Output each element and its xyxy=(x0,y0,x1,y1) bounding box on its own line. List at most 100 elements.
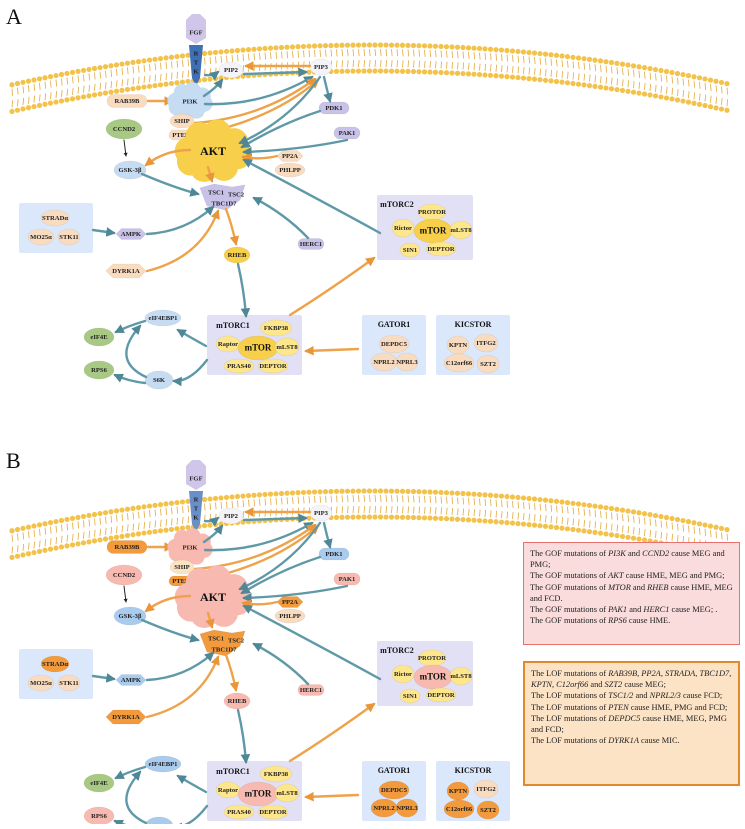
dyrk1a-node: DYRK1A xyxy=(105,709,147,725)
s6k-to-eif4ebp1-arrow xyxy=(125,324,148,379)
ship-node-label: SHIP xyxy=(174,118,189,125)
rab39b-node: RAB39B xyxy=(106,540,148,554)
kicstor-kptn-label: KPTN xyxy=(449,788,468,795)
gator1-nprl3-label: NPRL3 xyxy=(396,359,418,366)
gator1-nprl2-label: NPRL2 xyxy=(373,805,395,812)
pip2-node-label: PIP2 xyxy=(224,513,239,520)
pip3-to-akt-arrow xyxy=(238,521,322,591)
lof-legend-line: The LOF mutations of DYRK1A cause MIC. xyxy=(531,735,732,746)
lof-legend-text: C12orf66 xyxy=(556,680,589,690)
mtorc1-fkbp38-label: FKBP38 xyxy=(264,771,289,778)
mtorc2-rictor: Rictor xyxy=(391,218,415,238)
gator-to-mtorc1-arrow xyxy=(304,345,360,356)
gator1-depdc5: DEPDC5 xyxy=(378,780,410,800)
ampk-node-label: AMPK xyxy=(121,231,142,238)
pten-node-label: PTEN xyxy=(172,132,190,139)
gator1-nprl3-label: NPRL3 xyxy=(396,805,418,812)
akt-node: AKT xyxy=(174,565,252,628)
dyrk1a-node: DYRK1A xyxy=(105,263,147,279)
mtorc2-protor-label: PROTOR xyxy=(418,655,446,662)
lof-legend-text: PP2A xyxy=(641,669,661,678)
kicstor-szt2-label: SZT2 xyxy=(480,361,496,368)
lof-legend-text: DYRK1A xyxy=(608,736,639,746)
lof-legend-text: PTEN xyxy=(608,702,629,712)
stk11-node: STK11 xyxy=(57,674,81,692)
lof-legend-text: The LOF mutations of xyxy=(531,702,609,712)
pip2-to-pip3-arrow xyxy=(242,513,308,524)
pi3k-to-pip3-arrow xyxy=(203,75,314,106)
stk11-node: STK11 xyxy=(57,228,81,246)
lof-legend: The LOF mutations of RAB39B, PP2A, STRAD… xyxy=(523,661,740,786)
gof-legend-text: CCND2 xyxy=(642,549,670,558)
pak1-to-akt-arrow xyxy=(242,138,349,157)
mtorc1-deptor-label: DEPTOR xyxy=(259,363,287,370)
kicstor-c12orf66: C12orf66 xyxy=(443,799,475,819)
tsc2-label: TSC2 xyxy=(228,192,245,199)
lof-legend-text: , xyxy=(551,680,557,690)
phlpp-node-label: PHLPP xyxy=(279,613,301,620)
lof-legend-text: cause HME, MEG, PMG and FCD; xyxy=(531,713,727,735)
rtk-letter: K xyxy=(193,69,199,76)
gsk3b-node: GSK-3β xyxy=(113,606,147,626)
tsc-to-rheb-arrow xyxy=(224,207,240,246)
pp2a-node: PP2A xyxy=(276,596,304,608)
akt-to-gsk3b-arrow xyxy=(144,148,192,167)
rps6-node-label: RPS6 xyxy=(91,813,107,820)
gator1-nprl2: NPRL2 xyxy=(370,798,398,818)
pten-node-label: PTEN xyxy=(172,578,190,585)
pak1-node: PAK1 xyxy=(333,572,361,586)
mtorc1-mlst8: mLST8 xyxy=(274,783,300,803)
eif4ebp1-to-eif4e-arrow xyxy=(114,765,147,780)
mo25a-node-label: MO25α xyxy=(30,680,52,687)
mtorc1-raptor-label: Raptor xyxy=(218,787,238,794)
mtorc2-deptor-label: DEPTOR xyxy=(427,692,455,699)
lof-legend-text: TBC1D7 xyxy=(699,669,730,678)
pip3-to-pdk1-arrow xyxy=(322,75,333,103)
mtorc2-mlst8-label: mLST8 xyxy=(450,673,472,680)
mtorc1-mlst8: mLST8 xyxy=(274,337,300,357)
mtorc1-raptor-label: Raptor xyxy=(218,341,238,348)
pip2-to-pip3-arrow xyxy=(242,67,308,78)
gsk3b-node-label: GSK-3β xyxy=(119,613,142,620)
gof-legend-line: The GOF mutations of RPS6 cause HME. xyxy=(530,615,733,626)
rheb-to-mtorc1-arrow xyxy=(236,708,251,764)
mtorc2-sin1: SIN1 xyxy=(399,242,421,258)
lof-legend-text: The LOF mutations of xyxy=(531,669,609,678)
kicstor-szt2: SZT2 xyxy=(476,354,500,374)
ship-to-pip3-arrow xyxy=(193,77,317,125)
gator1-nprl2: NPRL2 xyxy=(370,352,398,372)
rheb-node: RHEB xyxy=(223,246,251,264)
ampk-to-tsc-arrow xyxy=(145,205,215,236)
gof-legend-text: cause HME, MEG and FCD. xyxy=(530,582,733,603)
ship-to-pip3-arrow xyxy=(193,523,317,571)
lof-legend-text: The LOF mutations of xyxy=(531,736,609,746)
eif4ebp1-node-label: eIF4EBP1 xyxy=(149,761,178,768)
lof-legend-text: , xyxy=(695,669,700,678)
mtorc1-pras40-label: PRAS40 xyxy=(227,363,252,370)
ship-node: SHIP xyxy=(169,559,195,575)
mtorc1-to-s6k-arrow xyxy=(172,804,209,829)
lof-legend-text: cause FCD; xyxy=(680,691,723,701)
mtorc1-mlst8-label: mLST8 xyxy=(276,790,298,797)
mtorc2-rictor-label: Rictor xyxy=(394,225,412,232)
ccnd2-node: CCND2 xyxy=(105,118,143,140)
rab39b-node-label: RAB39B xyxy=(115,544,141,551)
lof-legend-text: The LOF mutations of xyxy=(531,713,609,723)
pip3-node: PIP3 xyxy=(309,58,333,76)
s6k-node-label: S6K xyxy=(153,377,166,384)
mtorc2-sin1: SIN1 xyxy=(399,688,421,704)
pdk1-to-akt-arrow xyxy=(240,555,322,595)
lof-legend-text: , xyxy=(660,669,665,678)
s6k-to-rps6-arrow xyxy=(113,373,147,385)
rtk-to-pip2-arrow xyxy=(203,516,220,527)
pip2-node-label: PIP2 xyxy=(224,67,239,74)
mtorc1-fkbp38: FKBP38 xyxy=(259,765,293,783)
strada-node-label: STRADα xyxy=(42,215,68,222)
strada-node: STRADα xyxy=(40,655,70,673)
mtorc1-title: mTORC1 xyxy=(216,767,250,776)
